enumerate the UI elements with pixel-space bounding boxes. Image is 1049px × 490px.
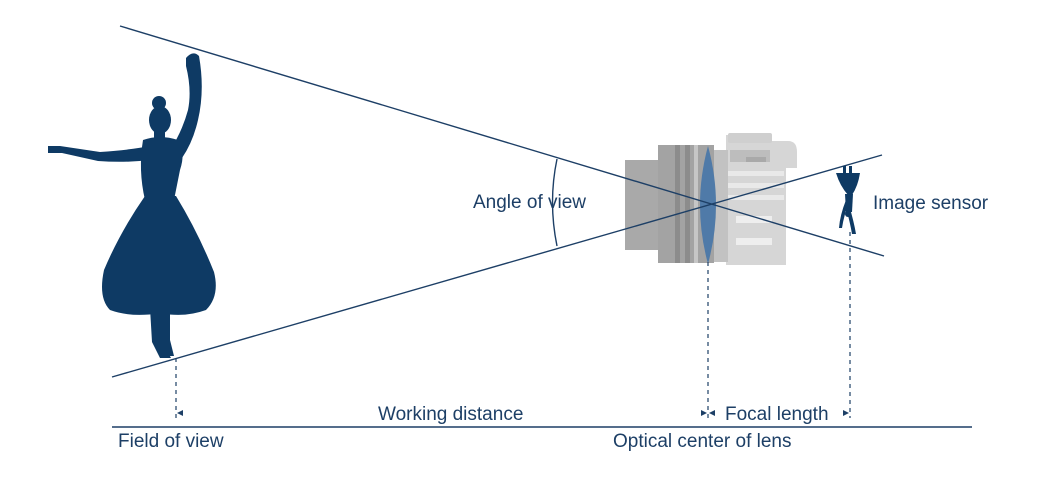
inverted-ballerina-image — [836, 166, 860, 234]
field-of-view-label: Field of view — [118, 431, 224, 452]
working-distance-label: Working distance — [378, 404, 524, 425]
dimension-guides — [175, 232, 851, 418]
dimension-arrowheads — [177, 410, 849, 416]
image-sensor-label: Image sensor — [873, 193, 989, 214]
light-rays — [111, 25, 885, 378]
ballerina-silhouette — [48, 53, 216, 358]
angle-arc — [551, 158, 558, 247]
focal-length-label: Focal length — [725, 404, 829, 425]
angle-of-view-label: Angle of view — [473, 192, 587, 213]
optical-center-label: Optical center of lens — [613, 431, 792, 452]
